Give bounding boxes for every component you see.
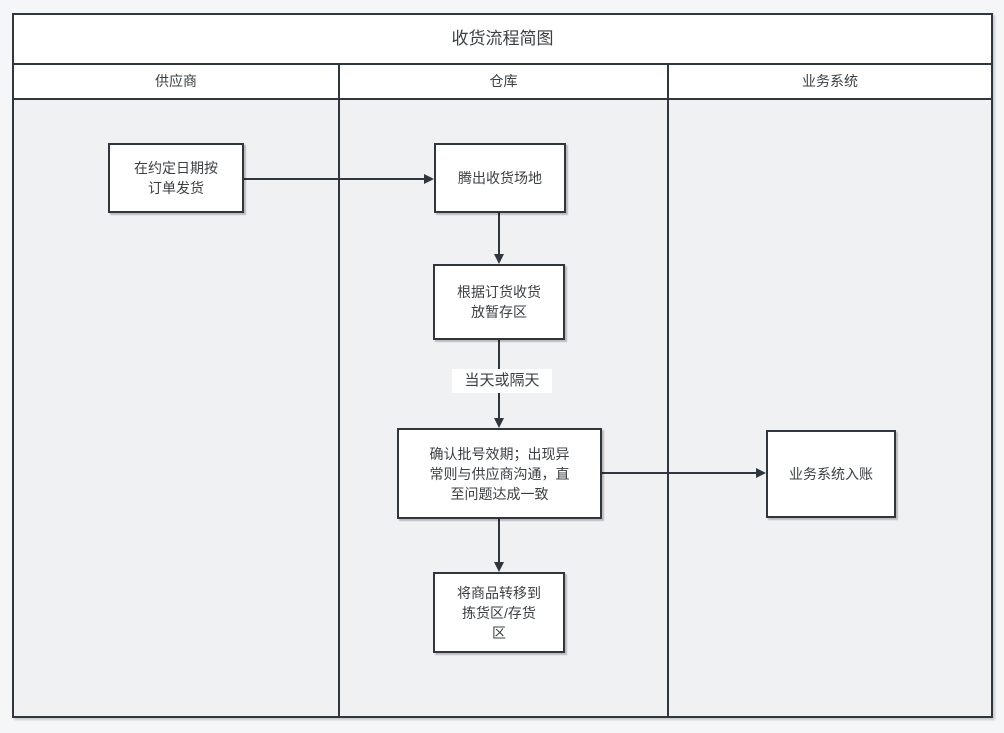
arrowhead-icon (494, 562, 504, 572)
arrowhead-icon (494, 254, 504, 264)
node-supplier-ship[interactable]: 在约定日期按 订单发货 (108, 143, 244, 213)
node-clear-receiving-area[interactable]: 腾出收货场地 (434, 143, 566, 213)
node-move-to-picking-area[interactable]: 将商品转移到 拣货区/存货 区 (433, 572, 565, 653)
lane-divider-1 (338, 63, 340, 716)
node-receive-to-staging[interactable]: 根据订货收货 放暂存区 (433, 264, 565, 340)
lane-header-business-system: 业务系统 (802, 73, 858, 89)
edge-label-same-or-next-day: 当天或隔天 (452, 369, 552, 393)
node-confirm-batch-expiry[interactable]: 确认批号效期；出现异 常则与供应商沟通，直 至问题达成一致 (397, 428, 602, 519)
arrow-ship-to-clear-area (244, 178, 424, 180)
arrow-clear-to-staging (498, 213, 500, 255)
arrow-confirm-to-booking (602, 472, 756, 474)
lane-header-supplier: 供应商 (155, 73, 197, 89)
arrowhead-icon (424, 174, 434, 184)
node-system-booking[interactable]: 业务系统入账 (766, 430, 896, 518)
lane-header-warehouse: 仓库 (489, 73, 518, 89)
arrowhead-icon (494, 418, 504, 428)
arrowhead-icon (756, 468, 766, 478)
lane-header-band (14, 65, 991, 100)
arrow-confirm-to-picking (498, 519, 500, 562)
diagram-title: 收货流程简图 (14, 15, 991, 65)
lane-divider-2 (667, 63, 669, 716)
